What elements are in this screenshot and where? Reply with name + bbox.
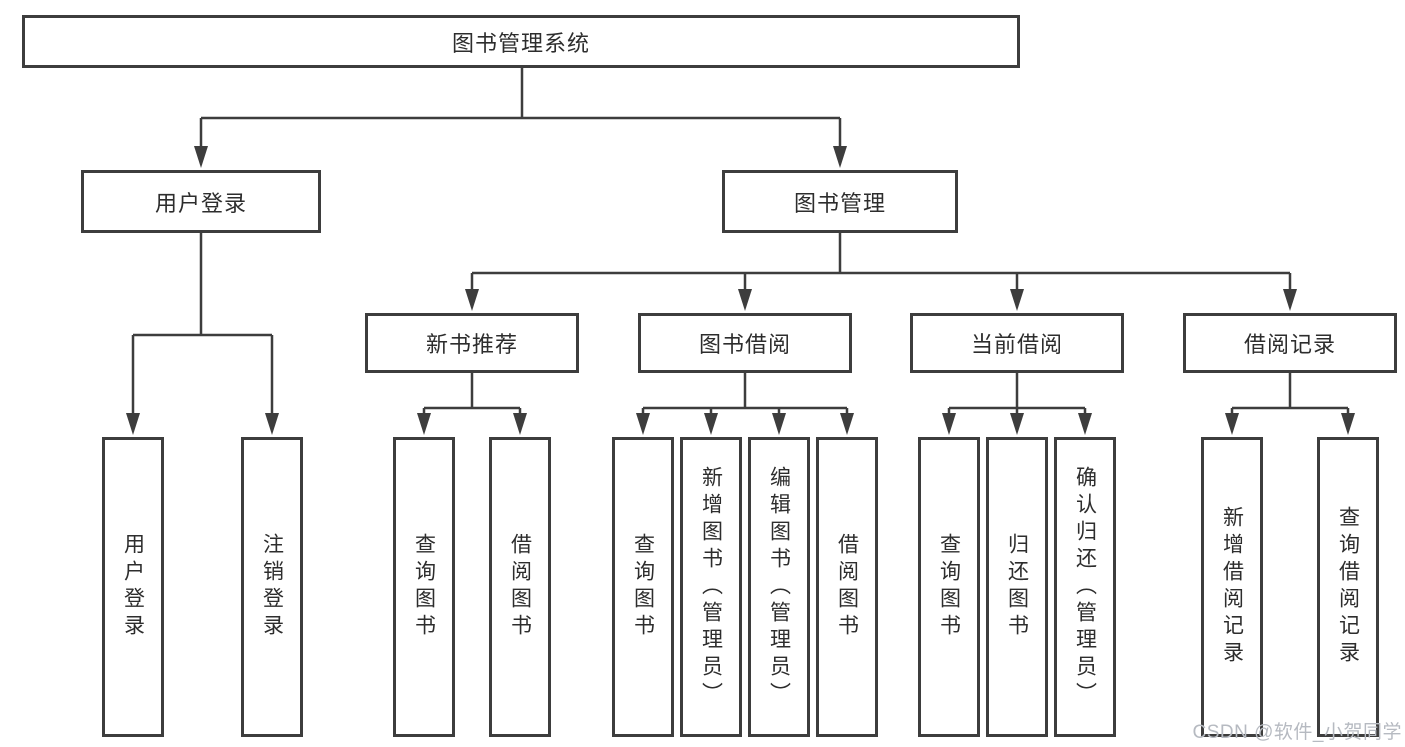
node-label: 归还图书 xyxy=(1005,533,1029,641)
node-label: 用户登录 xyxy=(154,190,247,216)
node-borrow-records: 借阅记录 xyxy=(1183,313,1397,373)
node-book-borrow: 图书借阅 xyxy=(638,313,852,373)
node-label: 新增借阅记录 xyxy=(1220,506,1244,668)
node-label: 查询借阅记录 xyxy=(1336,506,1360,668)
node-label: 查询图书 xyxy=(631,533,655,641)
node-label: 注销登录 xyxy=(260,533,284,641)
csdn-watermark: CSDN @软件_小贺同学 xyxy=(1192,722,1402,743)
node-label: 图书管理系统 xyxy=(451,30,590,56)
node-library-management-system: 图书管理系统 xyxy=(22,15,1020,68)
tree-edges xyxy=(131,68,1350,419)
leaf-logout: 注销登录 xyxy=(241,437,303,737)
leaf-borrow-books-recommend: 借阅图书 xyxy=(489,437,551,737)
node-label: 确认归还（管理员） xyxy=(1073,465,1097,709)
leaf-edit-books-admin: 编辑图书（管理员） xyxy=(748,437,810,737)
node-label: 图书借阅 xyxy=(698,332,791,357)
node-label: 借阅记录 xyxy=(1243,332,1336,357)
node-label: 新增图书（管理员） xyxy=(699,465,723,709)
node-user-login: 用户登录 xyxy=(81,170,321,233)
node-label: 编辑图书（管理员） xyxy=(767,465,791,709)
node-label: 图书管理 xyxy=(793,190,886,216)
leaf-query-books-borrow: 查询图书 xyxy=(612,437,674,737)
node-new-book-recommend: 新书推荐 xyxy=(365,313,579,373)
node-label: 借阅图书 xyxy=(835,533,859,641)
node-label: 当前借阅 xyxy=(970,332,1063,357)
leaf-user-login: 用户登录 xyxy=(102,437,164,737)
node-label: 新书推荐 xyxy=(425,332,518,357)
leaf-add-books-admin: 新增图书（管理员） xyxy=(680,437,742,737)
leaf-add-borrow-record: 新增借阅记录 xyxy=(1201,437,1263,737)
node-label: 借阅图书 xyxy=(508,533,532,641)
node-current-borrow: 当前借阅 xyxy=(910,313,1124,373)
leaf-query-books-current: 查询图书 xyxy=(918,437,980,737)
leaf-query-books-recommend: 查询图书 xyxy=(393,437,455,737)
leaf-confirm-return-admin: 确认归还（管理员） xyxy=(1054,437,1116,737)
arrowheads xyxy=(126,146,1355,435)
node-book-management: 图书管理 xyxy=(722,170,958,233)
leaf-query-borrow-record: 查询借阅记录 xyxy=(1317,437,1379,737)
node-label: 查询图书 xyxy=(412,533,436,641)
node-label: 查询图书 xyxy=(937,533,961,641)
leaf-return-books: 归还图书 xyxy=(986,437,1048,737)
node-label: 用户登录 xyxy=(121,533,145,641)
leaf-borrow-books: 借阅图书 xyxy=(816,437,878,737)
